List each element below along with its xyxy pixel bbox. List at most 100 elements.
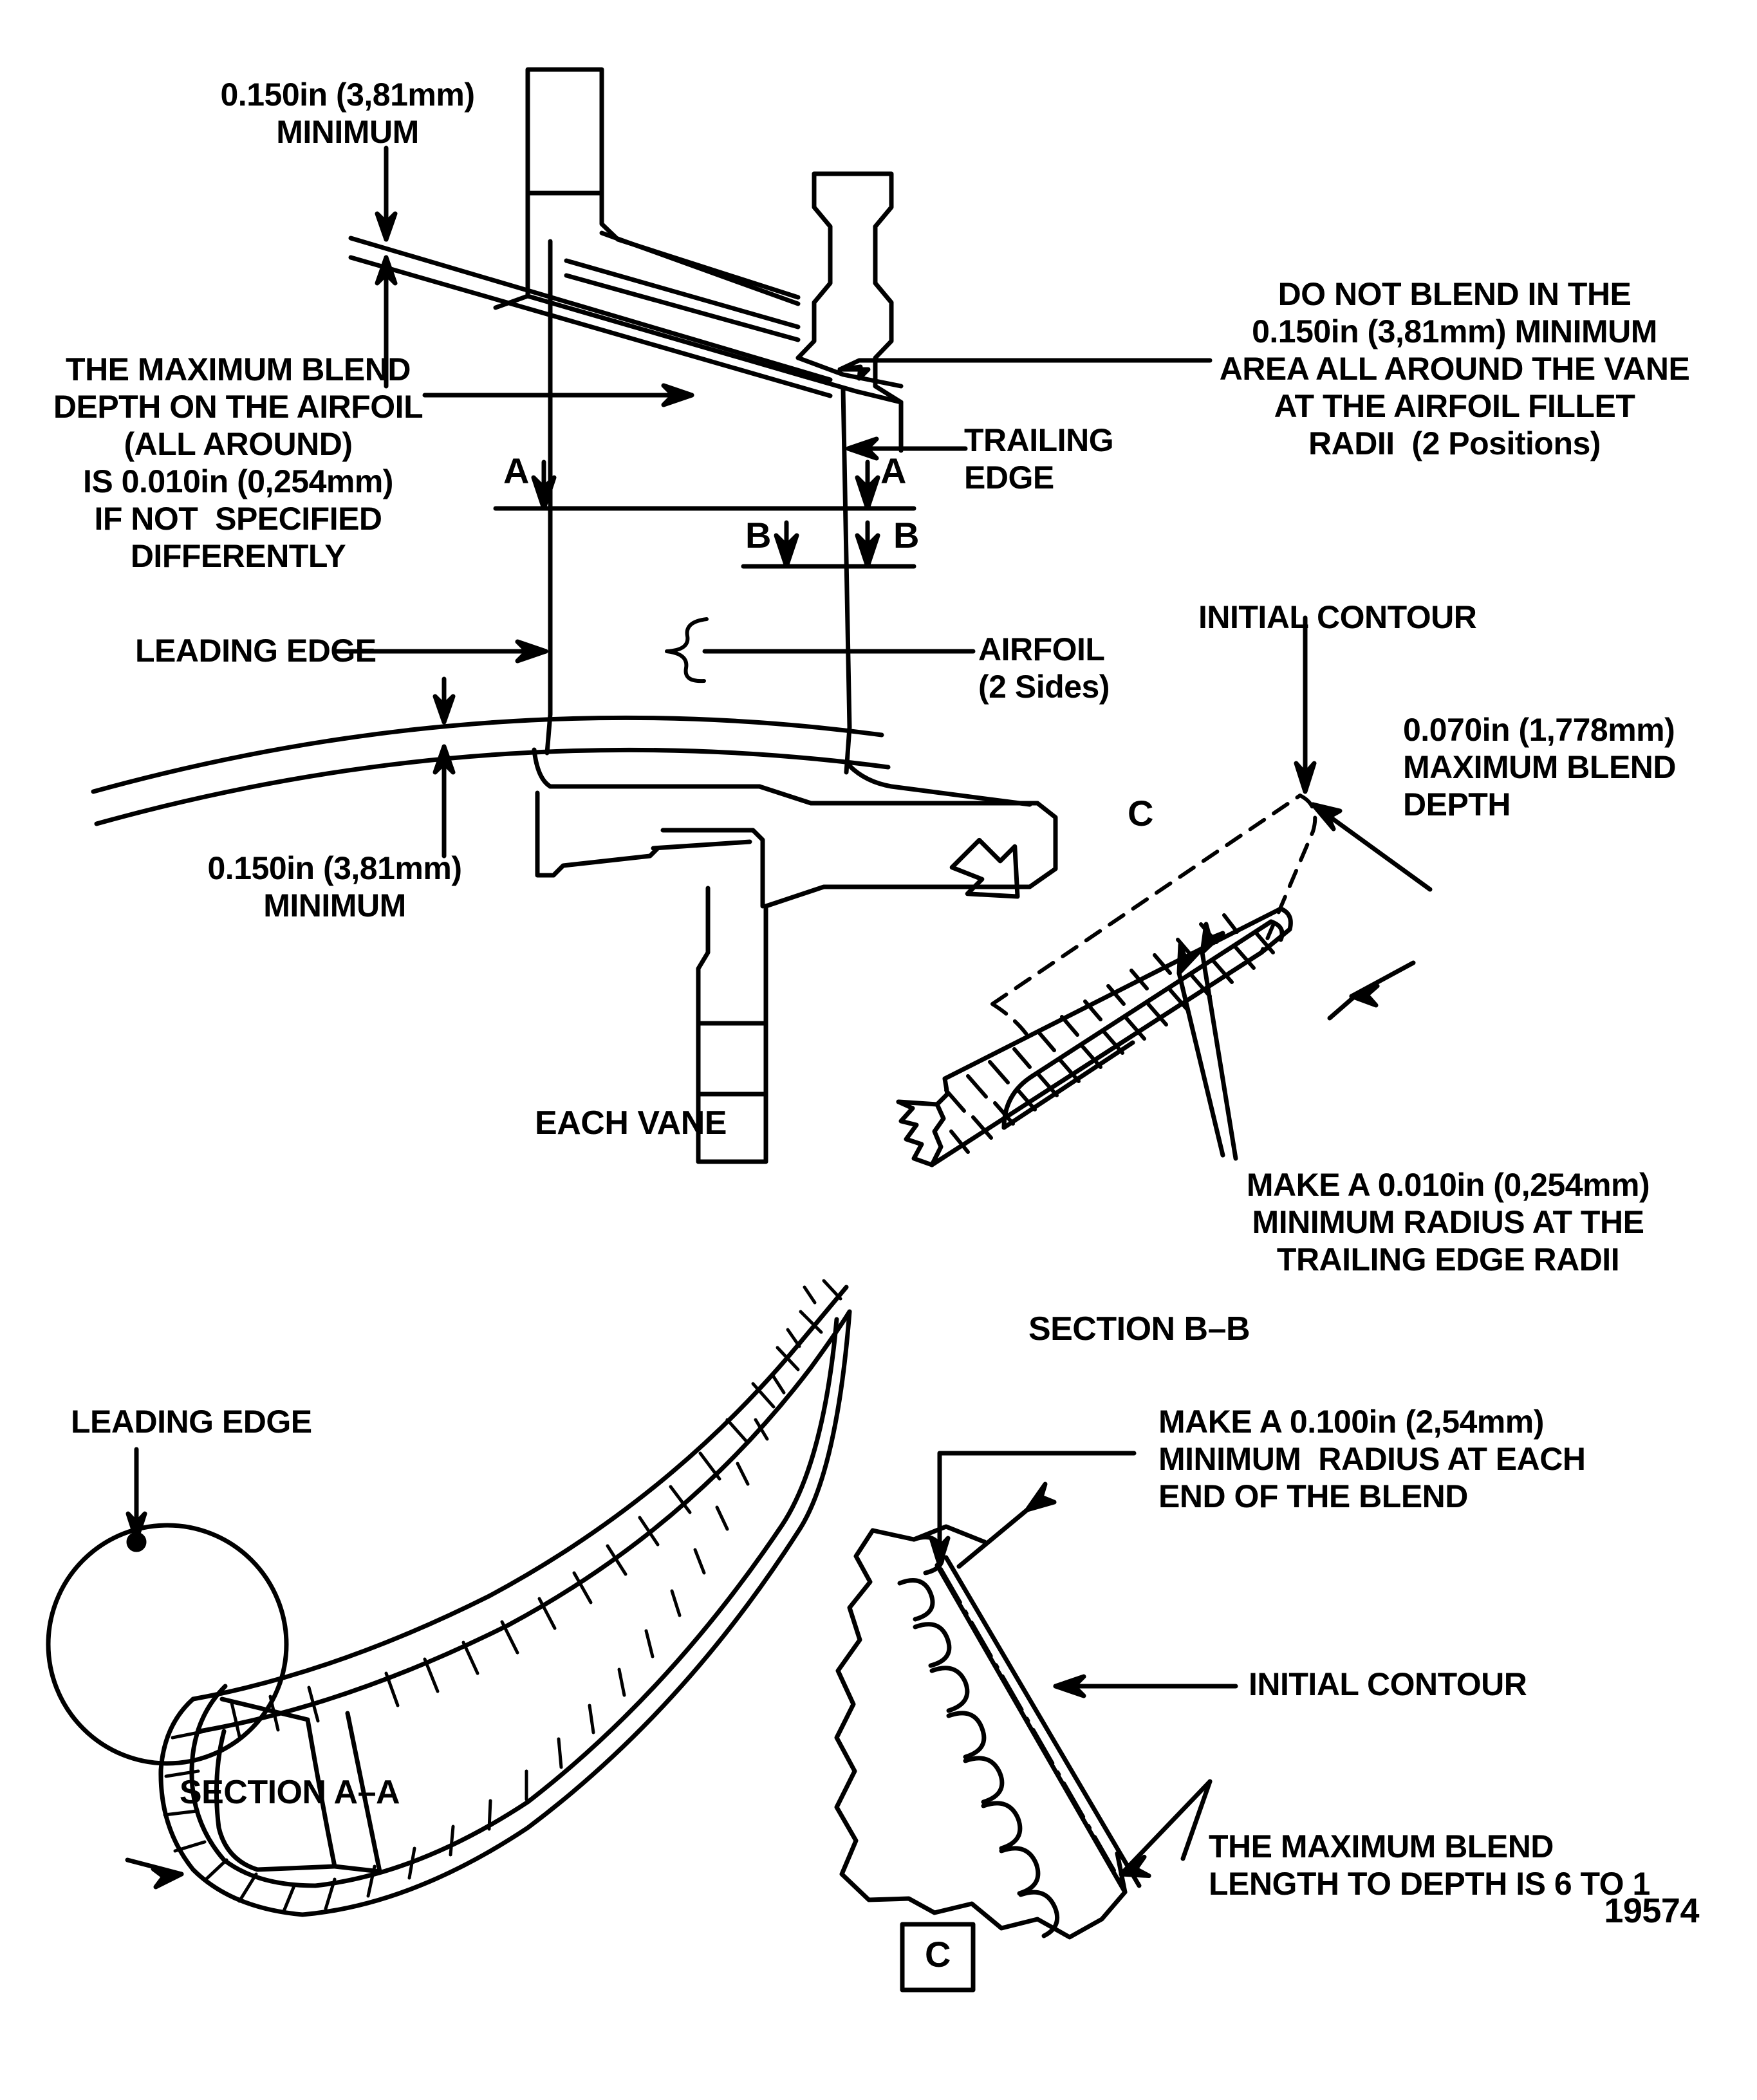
shroud-rib-b: [564, 273, 801, 342]
do-not-blend-arrowhead: [837, 364, 871, 381]
dim-note-bottom-left: 0.150in (3,81mm) MINIMUM: [207, 850, 462, 924]
bb-te-tip: [1259, 906, 1293, 955]
trailing-edge-arrowhead: [846, 436, 879, 461]
inner-platform-rib-top: [660, 828, 765, 909]
viewc-radius-slant-arrow: [1025, 1482, 1057, 1512]
note-max-blend-depth-070: 0.070in (1,778mm) MAXIMUM BLEND DEPTH: [1403, 712, 1677, 822]
inner-platform-outline: [548, 784, 1058, 1097]
radius-tick-short: [1327, 990, 1362, 1021]
section-mark-b-left: B: [745, 515, 771, 555]
section-b-left-arrow: [774, 533, 799, 569]
aa-rib-join-top: [219, 1696, 310, 1722]
bb-break-line: [896, 1099, 934, 1167]
vane-outer-rail-right-inner: [795, 171, 833, 360]
bb-outer-upper: [929, 906, 1283, 1167]
section-mark-b-right: B: [893, 515, 919, 555]
bb-inner-fillet: [1001, 1073, 1035, 1130]
shroud-rib-a: [564, 258, 801, 330]
shroud-top-flange-b: [599, 230, 801, 306]
callout-leading-edge-main: LEADING EDGE: [135, 633, 376, 669]
callout-initial-contour-c: INITIAL CONTOUR: [1249, 1666, 1527, 1702]
label-section-bb: SECTION B–B: [1028, 1310, 1250, 1348]
inner-platform-left-wall: [535, 790, 556, 878]
070-slant-leader: [1310, 802, 1433, 892]
dim-note-top-left: 0.150in (3,81mm) MINIMUM: [220, 77, 475, 150]
aa-rib-1a: [305, 1717, 337, 1869]
vane-stem-left: [696, 886, 711, 1097]
label-section-aa: SECTION A–A: [179, 1774, 400, 1811]
upper-plate-top-edge: [348, 236, 833, 382]
viewc-initial-contour-arrow: [1053, 1674, 1086, 1698]
viewc-break-outline: [834, 1528, 1128, 1940]
dim-bottom-arrow-1: [432, 694, 456, 725]
shroud-right-join: [795, 355, 904, 389]
bb-initial-contour-lower: [1260, 794, 1317, 954]
stem-bottom-box: [696, 1092, 768, 1164]
airfoil-trailing-edge-line: [841, 387, 852, 775]
section-mark-a-left: A: [503, 451, 529, 491]
070-dim-arrow: [1294, 761, 1317, 794]
figure-number: 19574: [1604, 1891, 1699, 1930]
bb-initial-contour-join: [990, 1002, 1032, 1041]
note-max-blend-depth: THE MAXIMUM BLEND DEPTH ON THE AIRFOIL (…: [53, 351, 423, 574]
aa-upper-skin-inner: [197, 1309, 852, 1734]
section-a-right-arrow: [855, 475, 880, 511]
inner-platform-fillet-left: [532, 747, 762, 789]
section-b-right-arrow: [855, 533, 880, 569]
radius-tick-arrow: [1349, 983, 1380, 1008]
airfoil-leader-squiggle: [665, 617, 709, 683]
callout-airfoil: AIRFOIL (2 Sides): [978, 631, 1110, 705]
shroud-under-face: [525, 293, 807, 379]
070-slant-arrow: [1310, 802, 1343, 832]
viewc-initial-contour: [939, 1567, 1122, 1882]
aa-lower-skin-inner: [189, 1317, 839, 1888]
leading-edge-arrowhead: [515, 639, 548, 664]
te-radius-leader-b: [1176, 971, 1225, 1158]
te-radius-leader-a: [1200, 950, 1238, 1161]
aa-rib-1b: [345, 1711, 382, 1874]
viewc-ratio-leader2: [1180, 1779, 1213, 1861]
inner-platform-fillet-right: [847, 763, 1032, 807]
callout-leading-edge-section-a: LEADING EDGE: [71, 1404, 312, 1440]
inner-platform-rib-bot: [651, 839, 752, 851]
viewc-ratio-arrow: [1119, 1854, 1151, 1879]
bb-initial-contour-upper: [990, 794, 1302, 1006]
inner-shroud-arc-bottom: [94, 747, 891, 826]
viewc-radius-arrow-v: [929, 1536, 951, 1568]
note-te-radius: MAKE A 0.010in (0,254mm) MINIMUM RADIUS …: [1246, 1167, 1650, 1278]
viewc-ratio-leader: [1119, 1779, 1213, 1877]
view-c-box-frame: [900, 1922, 976, 1993]
section-mark-a-right: A: [880, 451, 906, 491]
aa-cavity: [214, 1729, 337, 1872]
viewc-radius-slant: [956, 1507, 1030, 1569]
bb-break-close: [896, 1099, 940, 1107]
aa-le-arrow: [126, 1511, 147, 1542]
note-do-not-blend: DO NOT BLEND IN THE 0.150in (3,81mm) MIN…: [1219, 276, 1690, 461]
callout-initial-contour-bb: INITIAL CONTOUR: [1198, 599, 1477, 635]
note-blend-ratio: THE MAXIMUM BLEND LENGTH TO DEPTH IS 6 T…: [1209, 1828, 1650, 1902]
te-radius-arrow-a: [1200, 922, 1225, 955]
aa-le-dot: [126, 1532, 147, 1552]
shroud-top-flange-a: [599, 190, 801, 300]
inner-shroud-arc-top: [91, 715, 884, 794]
viewc-scallops: [897, 1535, 1060, 1938]
do-not-blend-leader: [837, 358, 1213, 372]
inner-platform-pocket: [551, 846, 660, 878]
dim-bottom-arrow-2: [432, 744, 456, 775]
bb-inner-upper: [1030, 919, 1274, 1079]
view-c-arrow-shape: [949, 837, 1020, 899]
view-c-arrow-label: C: [1128, 793, 1153, 833]
upper-plate-bottom-edge: [348, 255, 833, 398]
note-blend-end-radius: MAKE A 0.100in (2,54mm) MINIMUM RADIUS A…: [1158, 1404, 1586, 1514]
max-blend-arrowhead: [661, 383, 694, 407]
viewc-blend-edge-outer2: [944, 1555, 1142, 1888]
view-c-box-label: C: [925, 1934, 951, 1975]
section-a-left-arrow: [531, 475, 557, 511]
aa-inner-arrowhead: [151, 1866, 184, 1890]
dim-top-arrow-2: [375, 255, 398, 286]
te-radius-arrow-b: [1176, 942, 1201, 976]
aa-lower-skin-outer: [158, 1309, 852, 1917]
dim-top-arrow: [375, 211, 398, 242]
